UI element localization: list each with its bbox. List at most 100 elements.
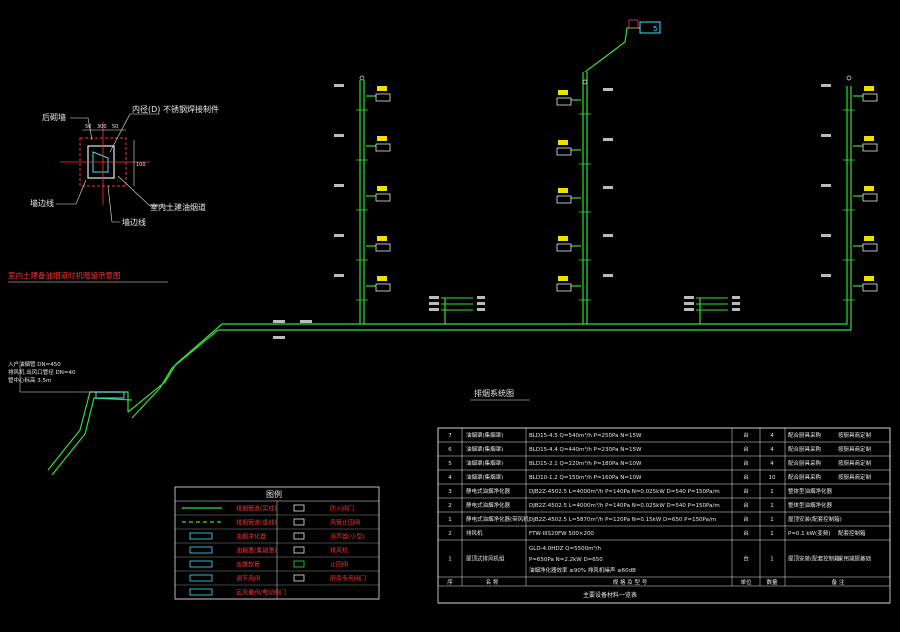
cell-unit: 台 bbox=[743, 459, 749, 467]
cell-no: 7 bbox=[448, 433, 452, 439]
legend-symbol bbox=[189, 546, 213, 554]
hood-tag bbox=[377, 186, 387, 191]
cell-note: 屋顶安装(配套控制箱) bbox=[788, 555, 842, 563]
cell-note: 采用减振基础 bbox=[838, 555, 872, 563]
cell-name: 屋顶式排风机组 bbox=[466, 555, 505, 563]
floor-tag bbox=[603, 274, 613, 277]
hood-tag bbox=[377, 86, 387, 91]
legend-label: 排烟管道(实线) bbox=[236, 505, 277, 513]
system-title: 排烟系统图 bbox=[474, 388, 514, 398]
hood-icon bbox=[862, 193, 878, 202]
branch-tag bbox=[429, 302, 439, 305]
cell-note: 按厨具商定制 bbox=[838, 459, 872, 467]
dim-1: 50 bbox=[85, 124, 91, 130]
roof-duct bbox=[584, 27, 640, 73]
cell-note: 整体型油烟净化器 bbox=[788, 487, 833, 495]
cell-no: 1 bbox=[448, 557, 452, 563]
leader-wall-line-2 bbox=[107, 185, 120, 223]
hood-icon bbox=[375, 193, 391, 202]
legend-label: 止回阀 bbox=[330, 561, 348, 569]
table-col-head: 规 格 及 型 号 bbox=[613, 578, 648, 586]
hood-branch bbox=[334, 184, 391, 211]
legend-symbol bbox=[293, 504, 305, 512]
legend-label: 定风量阀/电动阀门 bbox=[236, 589, 286, 597]
legend-symbol bbox=[189, 574, 213, 582]
left-note-1: 入户油烟管 DN=450 bbox=[8, 360, 61, 368]
legend-symbol bbox=[293, 518, 305, 526]
roof-unit-label: 5 bbox=[653, 25, 657, 33]
diag-duct-a bbox=[127, 323, 223, 413]
hood-tag bbox=[558, 90, 568, 95]
legend-table: 排烟管道(实线)防火阀门排烟管道(虚线)风管止回阀油烟净化器消声器(小型)油烟罩… bbox=[174, 486, 380, 600]
label-wall-line-1: 墙边线 bbox=[30, 198, 54, 208]
floor-tag bbox=[334, 274, 344, 277]
hood-branch bbox=[821, 134, 878, 161]
cell-unit: 台 bbox=[743, 445, 749, 453]
branch-tag bbox=[684, 296, 694, 299]
cell-no: 1 bbox=[448, 517, 452, 523]
cell-note: 按厨具商定制 bbox=[838, 473, 872, 481]
cell-spec: FTW-IIIS20FW 500×200 bbox=[529, 531, 594, 537]
cell-qty: 1 bbox=[770, 531, 774, 537]
cell-note: 整体型油烟净化器 bbox=[788, 501, 833, 509]
cell-qty: 4 bbox=[770, 433, 774, 439]
cell-note: 屋顶安装(配套控制箱) bbox=[788, 515, 842, 523]
leader-rear-wall bbox=[70, 117, 93, 141]
legend-label: 金属软管 bbox=[236, 561, 260, 569]
floor-tag bbox=[334, 84, 344, 87]
legend-symbol bbox=[189, 588, 213, 596]
cell-qty: 1 bbox=[770, 557, 774, 563]
legend-label: 风管止回阀 bbox=[330, 519, 360, 527]
floor-tag bbox=[334, 234, 344, 237]
legend-label: 排风机 bbox=[330, 547, 348, 555]
main-duct-system bbox=[127, 27, 852, 419]
hood-icon bbox=[862, 143, 878, 152]
lower-left-duct bbox=[47, 391, 133, 476]
cell-qty: 4 bbox=[770, 447, 774, 453]
legend-label: 油烟净化器 bbox=[236, 533, 266, 541]
legend-symbol bbox=[293, 560, 305, 568]
branch-tag bbox=[429, 308, 439, 311]
label-flue: 室内土建油烟道 bbox=[150, 202, 206, 212]
legend-label: 防火阀门 bbox=[330, 505, 354, 513]
hood-icon bbox=[862, 93, 878, 102]
table-col-head: 名 称 bbox=[486, 578, 499, 586]
branch-tag bbox=[477, 308, 485, 311]
main-duct-upper bbox=[222, 86, 848, 325]
hood-tag bbox=[864, 186, 874, 191]
cell-spec: BLD15-4.4 Q=440m³/h P=230Pa N=15W bbox=[529, 446, 642, 453]
hood-branch bbox=[821, 84, 878, 111]
hood-tag bbox=[558, 140, 568, 145]
legend-label: 厨房专用阀门 bbox=[330, 575, 366, 583]
hood-tag bbox=[864, 276, 874, 281]
label-rear-wall: 后砌墙 bbox=[42, 112, 66, 122]
legend-symbol bbox=[189, 532, 213, 540]
hood-branch bbox=[556, 88, 613, 115]
branch-tag bbox=[477, 302, 485, 305]
cell-unit: 台 bbox=[743, 501, 749, 509]
branch-tag bbox=[429, 296, 439, 299]
cell-name: 油烟罩(集烟罩) bbox=[466, 445, 503, 453]
bottom-branch-group bbox=[684, 296, 740, 311]
cell-unit: 台 bbox=[743, 515, 749, 523]
branch-tag bbox=[732, 302, 740, 305]
legend-label: 消声器(小型) bbox=[330, 533, 365, 541]
cell-note: 配合厨具采购 bbox=[788, 459, 822, 467]
floor-tag bbox=[603, 88, 613, 91]
hood-icon bbox=[375, 283, 391, 292]
riser-top-cap bbox=[359, 75, 365, 81]
hood-tag bbox=[864, 136, 874, 141]
roof-valve bbox=[628, 19, 639, 29]
hood-branch bbox=[821, 234, 878, 261]
hood-groups bbox=[273, 75, 878, 339]
cell-qty: 1 bbox=[770, 517, 774, 523]
cell-name: 静电式油烟净化器 bbox=[466, 501, 511, 509]
floor-tag bbox=[603, 138, 613, 141]
legend-symbol bbox=[293, 574, 305, 582]
floor-tag bbox=[334, 134, 344, 137]
legend-label: 排烟管道(虚线) bbox=[236, 519, 277, 527]
